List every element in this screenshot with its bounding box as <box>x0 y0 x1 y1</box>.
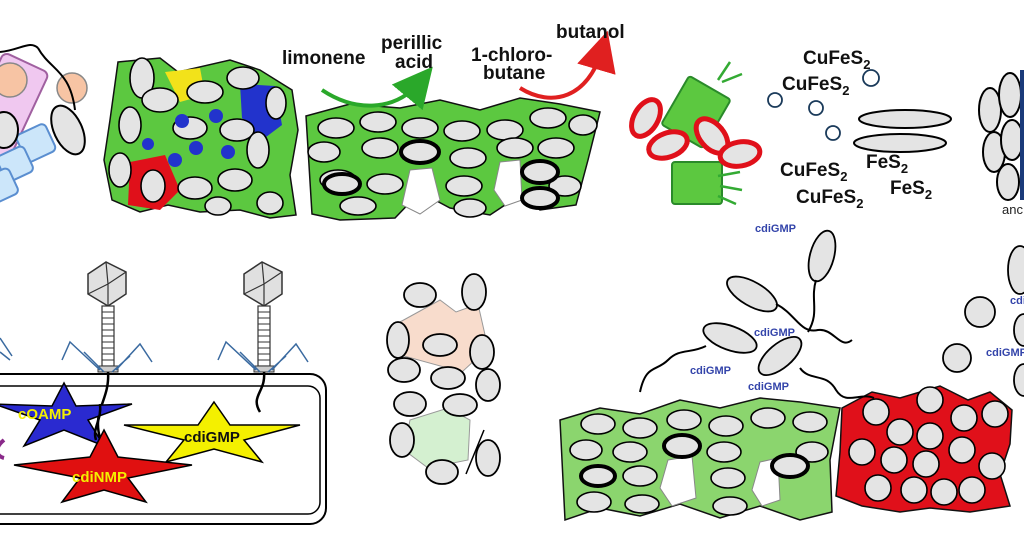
panel-cut-right: anc <box>978 70 1024 217</box>
signal-label-2: cdiGMP <box>754 327 795 339</box>
host-cell-inner <box>0 385 321 515</box>
acid-label: acid <box>395 52 433 73</box>
formula-3: CuFeS2 <box>780 160 847 184</box>
signal-label-5: cdiGMP <box>1010 295 1024 307</box>
pollutant-cells <box>307 107 598 218</box>
panel-mineral: CuFeS2 CuFeS2 CuFeS2 FeS2 CuFeS2 FeS2 <box>767 48 952 211</box>
butanol-label: butanol <box>556 22 625 43</box>
panel-dispersal: cdiGMP cdiGMP cdiGMP cdiGMP cdiGMP cdiGM… <box>559 223 1024 522</box>
signal-label-1: cdiGMP <box>755 223 796 235</box>
panel-attachment <box>629 61 763 206</box>
host-cell-outer <box>0 373 327 525</box>
panel-mixed-biofilm <box>103 57 299 219</box>
panel-cut-left <box>0 43 88 205</box>
biofilm-cells <box>108 57 287 216</box>
signal-label-4: cdiGMP <box>748 381 789 393</box>
formula-1: CuFeS2 <box>803 48 870 72</box>
star-cdinmp <box>13 428 193 504</box>
formula-5: CuFeS2 <box>796 187 863 211</box>
blue-inclusions <box>142 109 235 167</box>
coamp-label: cOAMP <box>18 406 71 423</box>
chlorobutane-arrow <box>518 30 616 100</box>
star-cdigmp <box>123 400 301 464</box>
chloro-label: 1-chloro- <box>471 45 552 66</box>
butane-label: butane <box>483 63 545 84</box>
panel-cell-cluster <box>386 273 501 485</box>
panel-phage-defense: cOAMP cdiGMP cdiNMP <box>0 261 327 525</box>
signal-label-6: cdiGMP <box>986 347 1024 359</box>
star-coamp <box>0 381 133 448</box>
perillic-label: perillic <box>381 33 443 54</box>
limonene-arrow <box>320 66 433 111</box>
cdigmp-star-label: cdiGMP <box>184 429 240 446</box>
formula-4: FeS2 <box>866 152 908 176</box>
cdinmp-label: cdiNMP <box>72 469 127 486</box>
formula-6: FeS2 <box>890 178 932 202</box>
anode-label-partial: anc <box>1002 202 1023 217</box>
phage-2 <box>217 261 309 413</box>
panel-pollutant-degradation: limonene perillic acid 1-chloro- butane … <box>282 22 625 221</box>
signal-label-3: cdiGMP <box>690 365 731 377</box>
limonene-label: limonene <box>282 48 365 69</box>
formula-2: CuFeS2 <box>782 74 849 98</box>
